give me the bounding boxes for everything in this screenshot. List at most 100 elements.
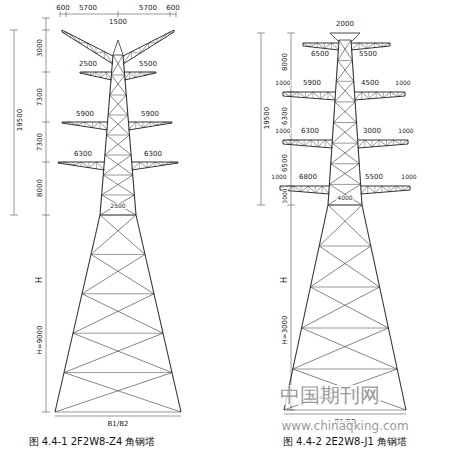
- member-line: [306, 92, 314, 98]
- member-line: [89, 162, 97, 168]
- member-line: [131, 52, 132, 59]
- member-line: [372, 140, 379, 147]
- member-line: [85, 72, 86, 74]
- dimension-label: 2500: [109, 203, 126, 209]
- dimension-label: 1000: [274, 80, 291, 86]
- member-line: [400, 140, 401, 145]
- member-line: [108, 115, 129, 135]
- member-line: [338, 60, 353, 61]
- dimension-label: 6300: [300, 128, 320, 135]
- member-line: [386, 140, 393, 146]
- member-line: [88, 162, 89, 168]
- member-line: [82, 294, 163, 333]
- member-line: [319, 246, 379, 287]
- member-line: [102, 195, 135, 196]
- member-line: [310, 43, 311, 47]
- dimension-label: 2500: [78, 61, 98, 68]
- member-line: [151, 72, 156, 73]
- member-line: [331, 163, 360, 164]
- member-line: [172, 122, 173, 123]
- dimension-label: 3000: [37, 38, 44, 58]
- member-line: [97, 162, 105, 170]
- member-line: [331, 43, 332, 49]
- member-line: [62, 32, 113, 64]
- member-line: [351, 33, 360, 42]
- member-line: [297, 140, 298, 145]
- member-line: [301, 186, 308, 192]
- dimension-label: 5700: [78, 5, 98, 12]
- dimension-label: 19500: [17, 108, 24, 132]
- member-line: [142, 122, 143, 128]
- member-line: [66, 162, 74, 165]
- member-line: [123, 32, 174, 64]
- member-line: [103, 175, 133, 176]
- member-line: [165, 34, 166, 37]
- dimension-label: 5500: [358, 51, 378, 58]
- member-line: [311, 140, 312, 146]
- member-line: [62, 30, 63, 32]
- member-line: [291, 33, 292, 410]
- dimension-label: H: [281, 276, 289, 284]
- member-line: [106, 72, 111, 80]
- dimension-label: 8000: [37, 178, 44, 198]
- member-line: [135, 122, 136, 129]
- member-line: [162, 162, 163, 165]
- member-line: [332, 143, 359, 164]
- member-line: [339, 40, 352, 61]
- member-line: [287, 140, 295, 141]
- member-line: [155, 162, 163, 165]
- member-line: [308, 186, 309, 192]
- member-line: [92, 122, 93, 128]
- member-line: [351, 43, 390, 44]
- member-line: [64, 373, 181, 412]
- member-line: [165, 122, 172, 123]
- member-line: [293, 328, 389, 369]
- member-line: [178, 162, 179, 163]
- member-line: [287, 410, 295, 411]
- member-line: [290, 140, 291, 145]
- member-line: [310, 287, 388, 328]
- member-line: [107, 135, 132, 155]
- member-line: [100, 122, 108, 130]
- member-line: [113, 40, 118, 55]
- member-line: [287, 205, 295, 206]
- member-line: [403, 186, 410, 191]
- dimension-label: 5900: [75, 111, 95, 118]
- member-line: [147, 162, 148, 168]
- member-line: [100, 195, 134, 215]
- member-line: [128, 123, 172, 130]
- member-line: [328, 205, 371, 246]
- dimension-label: 6300: [73, 151, 93, 158]
- member-line: [82, 254, 145, 293]
- member-line: [283, 140, 290, 145]
- member-line: [391, 92, 398, 97]
- member-line: [305, 92, 306, 98]
- member-line: [111, 75, 124, 76]
- member-line: [294, 186, 295, 191]
- member-line: [55, 373, 172, 412]
- member-line: [102, 195, 136, 215]
- dimension-label: 6300: [282, 106, 289, 126]
- member-line: [105, 155, 133, 175]
- member-line: [96, 162, 97, 169]
- member-line: [140, 43, 148, 53]
- member-line: [129, 72, 130, 79]
- member-line: [60, 11, 61, 17]
- member-line: [329, 164, 359, 185]
- member-line: [10, 215, 18, 216]
- member-line: [110, 95, 127, 96]
- member-line: [284, 410, 406, 411]
- member-line: [329, 184, 360, 185]
- member-line: [113, 55, 125, 75]
- member-line: [304, 140, 311, 146]
- member-line: [73, 294, 154, 333]
- member-line: [284, 414, 406, 415]
- member-line: [362, 92, 369, 99]
- member-line: [390, 92, 391, 97]
- member-line: [410, 186, 411, 190]
- member-line: [70, 34, 71, 37]
- member-line: [331, 143, 358, 164]
- member-line: [42, 30, 50, 31]
